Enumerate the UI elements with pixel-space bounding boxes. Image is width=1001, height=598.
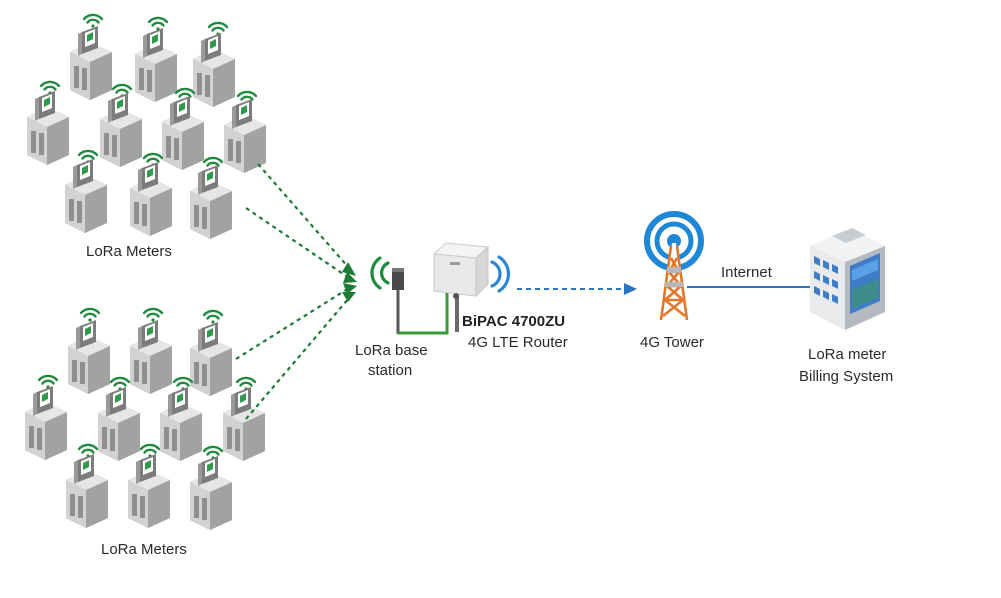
lora-arrowheads xyxy=(342,262,357,302)
smart-meter-icon xyxy=(70,26,112,100)
office-building-icon xyxy=(810,228,885,330)
wireless-signal-icon xyxy=(490,255,510,293)
lora-link-line xyxy=(257,163,350,269)
billing-label-line1: LoRa meter xyxy=(808,346,887,363)
smart-meter-icon xyxy=(66,454,108,528)
lora-base-station xyxy=(370,256,449,335)
smart-meter-icon xyxy=(130,162,172,236)
meter-group-bottom xyxy=(25,307,265,530)
wireless-signal-icon xyxy=(370,256,390,290)
router-icon xyxy=(432,242,490,332)
wireless-signal-icon xyxy=(202,445,224,461)
router-desc-label: 4G LTE Router xyxy=(468,334,568,351)
arrowhead xyxy=(624,283,637,295)
arrowhead xyxy=(343,283,357,294)
wireless-signal-icon xyxy=(207,21,229,37)
smart-meter-icon xyxy=(65,159,107,233)
cell-tower-icon xyxy=(644,211,704,321)
base-station-label-line2: station xyxy=(368,362,413,379)
arrowhead xyxy=(342,262,356,276)
smart-meter-icon xyxy=(190,322,232,396)
smart-meter-icon xyxy=(27,91,69,165)
smart-meter-icon xyxy=(223,387,265,461)
smart-meter-icon xyxy=(68,320,110,394)
lora-link-line xyxy=(245,297,350,420)
smart-meter-icon xyxy=(135,28,177,102)
smart-meter-icon xyxy=(98,387,140,461)
smart-meter-icon xyxy=(193,33,235,107)
antenna-icon xyxy=(392,268,404,334)
billing-label-line2: Billing System xyxy=(799,368,894,385)
meters-bottom-label: LoRa Meters xyxy=(101,541,187,558)
smart-meter-icon xyxy=(190,456,232,530)
smart-meter-icon xyxy=(160,387,202,461)
wireless-signal-icon xyxy=(37,374,59,390)
lora-link-line xyxy=(235,287,350,360)
smart-meter-icon xyxy=(100,93,142,167)
smart-meter-icon xyxy=(224,99,266,173)
wireless-signal-icon xyxy=(202,309,224,325)
wireless-signal-icon xyxy=(139,443,161,459)
wireless-signal-icon xyxy=(147,16,169,32)
smart-meter-icon xyxy=(162,96,204,170)
antenna-cable xyxy=(398,292,449,335)
wireless-signal-icon xyxy=(77,443,99,459)
wireless-signal-icon xyxy=(109,376,131,392)
base-station-label-line1: LoRa base xyxy=(355,342,428,359)
wireless-signal-icon xyxy=(82,13,104,29)
tower-label: 4G Tower xyxy=(640,334,704,351)
wireless-signal-icon xyxy=(39,80,61,96)
arrowhead xyxy=(343,272,357,283)
internet-label: Internet xyxy=(721,264,772,281)
wireless-signal-icon xyxy=(172,376,194,392)
wireless-signal-icon xyxy=(79,307,101,323)
meters-top-label: LoRa Meters xyxy=(86,243,172,260)
router-model-label: BiPAC 4700ZU xyxy=(462,313,566,330)
smart-meter-icon xyxy=(190,165,232,239)
smart-meter-icon xyxy=(128,454,170,528)
smart-meter-icon xyxy=(25,386,67,460)
lora-links xyxy=(235,163,350,420)
meter-group-top xyxy=(27,13,266,239)
arrowhead xyxy=(342,292,356,302)
wireless-signal-icon xyxy=(142,307,164,323)
lora-link-line xyxy=(245,207,350,279)
smart-meter-icon xyxy=(130,320,172,394)
wireless-signal-icon xyxy=(235,376,257,392)
